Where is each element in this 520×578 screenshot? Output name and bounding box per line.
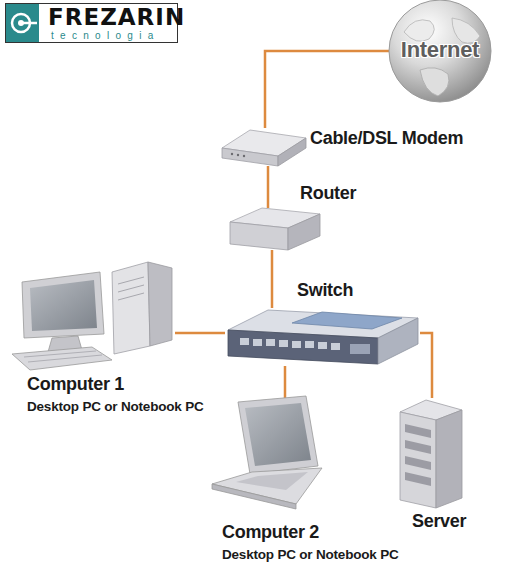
device-label: Router [300, 184, 356, 204]
switch-device [378, 318, 418, 364]
logo-box: FREZARINtecnologia [5, 3, 178, 43]
desktop-computer [118, 285, 144, 292]
laptop-computer [236, 472, 308, 490]
logo-tagline: tecnologia [51, 30, 160, 41]
modem-device [231, 153, 233, 155]
modem-node: Cable/DSL Modem [220, 128, 308, 166]
router-device [230, 208, 320, 250]
laptop-computer [245, 403, 311, 466]
switch-device [305, 341, 314, 348]
desktop-computer [118, 293, 144, 300]
logo-icon [6, 4, 39, 42]
logo-icon [21, 22, 37, 25]
switch-device [350, 344, 370, 354]
desktop-computer [12, 262, 172, 370]
laptop-computer [212, 396, 322, 509]
server-tower [436, 410, 462, 508]
router-device [230, 222, 288, 250]
network-cable [284, 366, 287, 398]
desktop-computer [30, 280, 97, 331]
router-node: Router [228, 208, 320, 250]
globe-symbol [389, 0, 491, 102]
computer-node: Computer 1Desktop PC or Notebook PC [10, 258, 175, 370]
router-device [288, 214, 320, 250]
switch-device [240, 338, 249, 345]
server-tower [400, 400, 462, 508]
switch-device [279, 340, 288, 347]
network-cable [265, 51, 389, 128]
switch-device [318, 342, 327, 349]
modem-device [278, 138, 306, 166]
switch-device [253, 339, 262, 346]
desktop-computer [118, 277, 144, 284]
desktop-computer [148, 262, 172, 346]
device-description: Desktop PC or Notebook PC [222, 548, 399, 563]
switch-device [331, 343, 340, 350]
switch-device [292, 341, 301, 348]
globe-symbol [389, 0, 491, 102]
device-label: Server [412, 512, 466, 532]
desktop-computer [22, 272, 104, 338]
network-cable [175, 332, 225, 335]
modem-device [222, 130, 306, 166]
globe-symbol [420, 68, 449, 96]
logo-icon [6, 4, 39, 42]
server-tower [405, 440, 431, 454]
logo-name: FREZARIN [48, 5, 185, 30]
server-tower [400, 412, 436, 508]
network-cable [267, 166, 270, 208]
server-node: Server [398, 398, 463, 508]
desktop-computer [112, 262, 150, 354]
modem-device [237, 154, 239, 156]
device-label: Cable/DSL Modem [310, 129, 463, 149]
switch-device [292, 312, 402, 329]
internet-globe: Internet [389, 0, 491, 102]
server-tower [405, 456, 431, 470]
device-label: Computer 1 [27, 375, 124, 395]
switch-device [228, 310, 418, 364]
device-label: Switch [297, 281, 353, 301]
computer-node: Computer 2Desktop PC or Notebook PC [208, 398, 333, 508]
switch-device [266, 339, 275, 346]
desktop-computer [28, 355, 102, 362]
device-label: Computer 2 [222, 523, 319, 543]
globe-label: Internet [389, 38, 491, 62]
server-tower [405, 424, 431, 438]
desktop-computer [12, 347, 112, 370]
network-cable [420, 333, 432, 398]
server-tower [405, 472, 431, 486]
switch-node: Switch [225, 308, 420, 366]
laptop-computer [238, 396, 318, 474]
network-cable [271, 250, 274, 308]
modem-device [243, 155, 245, 157]
device-description: Desktop PC or Notebook PC [27, 400, 204, 415]
switch-device [228, 330, 378, 364]
modem-device [222, 148, 278, 166]
